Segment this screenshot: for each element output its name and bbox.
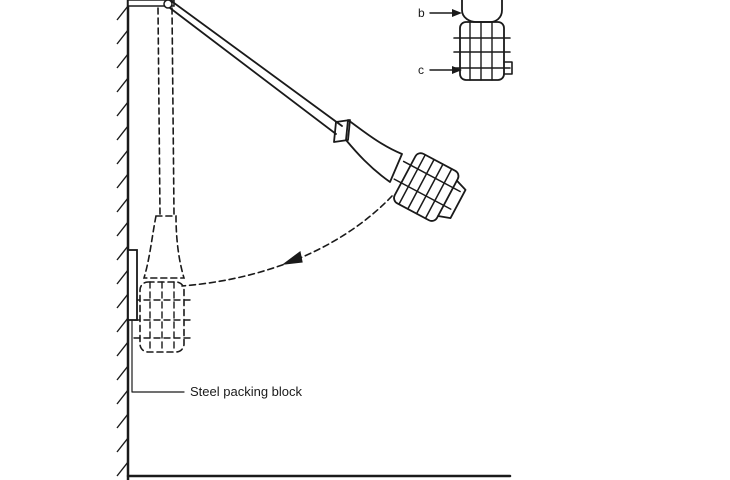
swing-path-arrow	[181, 195, 393, 287]
wall-hatching	[116, 5, 129, 477]
hammer-head-hanging	[133, 281, 195, 353]
pivot	[127, 0, 175, 9]
steel-packing-block-label: Steel packing block	[190, 384, 303, 399]
marker-c-label: c	[418, 63, 424, 77]
swing-arm-hanging	[142, 7, 186, 279]
marker-b-label: b	[418, 6, 425, 20]
marker-b-arrowhead	[452, 9, 462, 17]
detail-inset	[453, 0, 513, 81]
wall	[116, 0, 130, 480]
swing-arm-raised	[169, 0, 403, 183]
hammer-head-raised	[393, 152, 467, 222]
steel-packing-block	[127, 249, 138, 321]
packing-block-leader	[131, 319, 185, 393]
marker-c-arrowhead	[452, 66, 462, 74]
